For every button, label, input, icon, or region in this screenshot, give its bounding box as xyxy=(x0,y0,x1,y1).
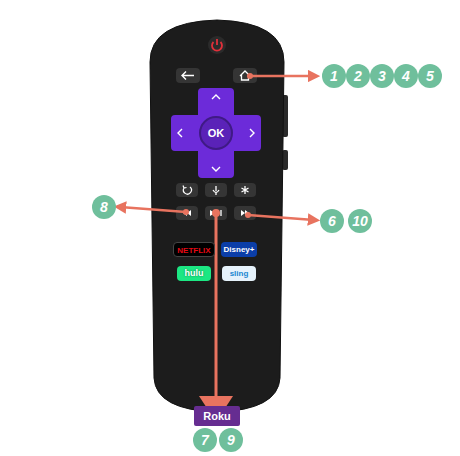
brand-tag: Roku xyxy=(194,406,240,426)
callout-number: 4 xyxy=(394,64,418,88)
leader-arrow xyxy=(120,207,186,212)
leader-arrow xyxy=(248,215,314,220)
asterisk-icon xyxy=(242,186,249,194)
back-button xyxy=(176,68,200,83)
d-pad xyxy=(171,88,261,178)
callout-number: 1 xyxy=(322,64,346,88)
leader-arrow xyxy=(215,213,218,398)
callout-number: 7 xyxy=(193,428,217,452)
callout-number: 8 xyxy=(92,195,116,219)
replay-button xyxy=(176,183,198,197)
netflix-button: NETFLIX xyxy=(173,242,214,257)
callout-number: 3 xyxy=(370,64,394,88)
callout-number: 10 xyxy=(348,209,372,233)
ok-button xyxy=(200,117,232,149)
replay-icon xyxy=(183,186,191,195)
d-pad-arrows xyxy=(178,95,254,171)
callout-number: 5 xyxy=(418,64,442,88)
options-button xyxy=(234,183,256,197)
mic-icon xyxy=(213,186,219,195)
button-label: OK xyxy=(208,127,225,140)
power-icon xyxy=(216,39,218,45)
callout-number: 9 xyxy=(219,428,243,452)
rewind-button xyxy=(176,206,198,220)
leader-arrow xyxy=(250,75,314,78)
sling-button: sling xyxy=(222,266,256,281)
callout-number: 6 xyxy=(320,209,344,233)
disney-button: Disney+ xyxy=(221,242,258,257)
power-button xyxy=(208,36,226,54)
callout-number: 2 xyxy=(346,64,370,88)
hulu-button: hulu xyxy=(177,266,211,281)
voice-button xyxy=(205,183,227,197)
back-icon xyxy=(182,72,194,80)
fast-forward-button xyxy=(234,206,256,220)
